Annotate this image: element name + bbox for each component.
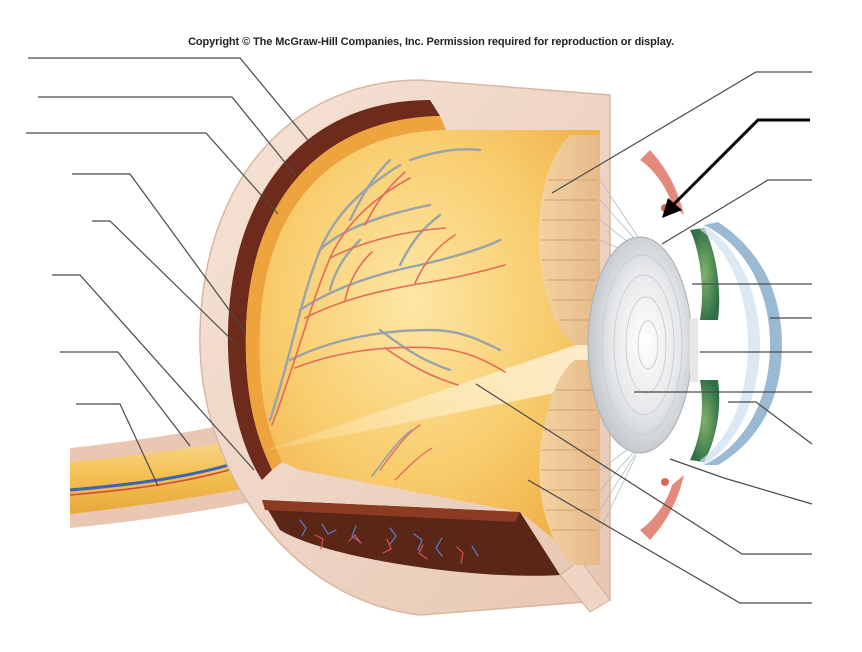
choroid-cutaway	[262, 500, 560, 576]
vitreous-body	[259, 130, 600, 560]
retinal-vessels	[268, 148, 506, 481]
choroid	[227, 100, 440, 480]
label-lines-left	[26, 57, 313, 487]
scleral-venous-sinus	[640, 150, 684, 540]
copyright-notice: Copyright © The McGraw-Hill Companies, I…	[188, 36, 674, 48]
iris	[690, 228, 720, 462]
pupil	[690, 318, 698, 382]
arrow-icon	[662, 118, 810, 218]
retina	[245, 116, 446, 470]
ciliary-body	[538, 135, 641, 565]
suspensory-ligaments	[599, 179, 641, 531]
label-lines-right	[475, 71, 813, 604]
lens	[587, 236, 693, 454]
cornea	[700, 222, 782, 465]
light-beam	[260, 330, 620, 452]
